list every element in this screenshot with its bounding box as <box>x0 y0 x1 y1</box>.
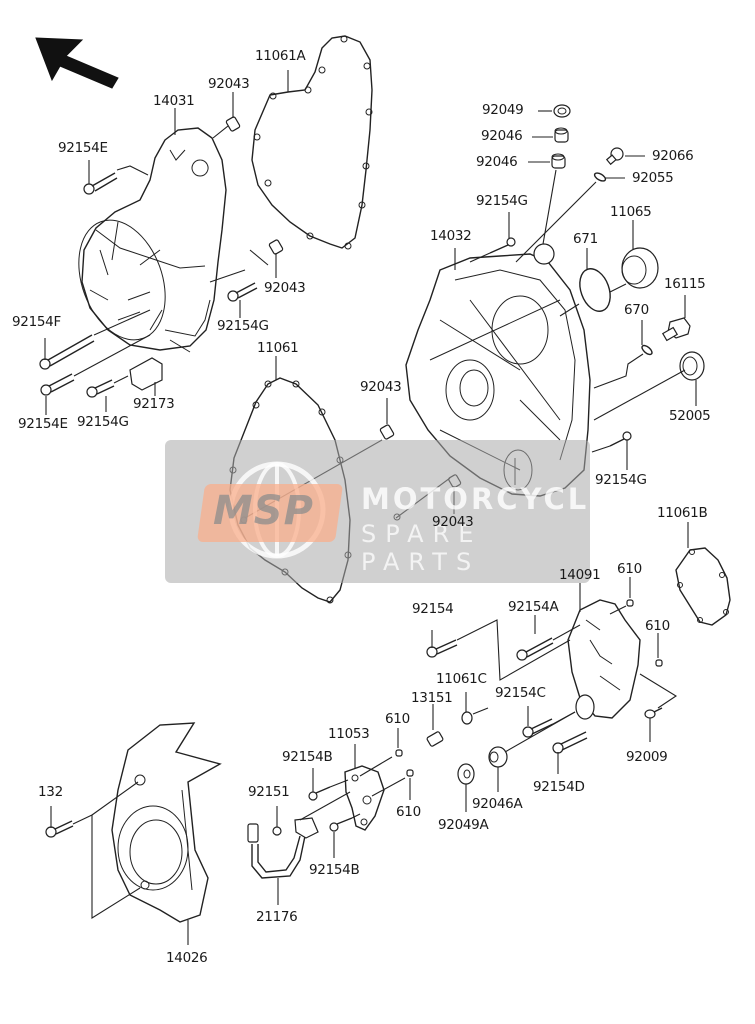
part-label[interactable]: 21176 <box>256 909 298 925</box>
part-label[interactable]: 11061 <box>257 340 299 356</box>
dowel-610-a[interactable] <box>626 599 634 607</box>
part-label[interactable]: 92066 <box>652 148 694 164</box>
bearing-92046-b[interactable] <box>551 153 566 169</box>
hose-21176[interactable] <box>247 817 319 879</box>
part-label[interactable]: 92154E <box>18 416 68 432</box>
part-label[interactable]: 92154E <box>58 140 108 156</box>
part-label[interactable]: 92154C <box>495 685 546 701</box>
part-label[interactable]: 11061A <box>255 48 306 64</box>
o-ring-92055[interactable] <box>593 171 607 182</box>
part-label[interactable]: 13151 <box>411 690 453 706</box>
part-label[interactable]: 92154G <box>77 414 129 430</box>
part-label[interactable]: 671 <box>573 231 598 247</box>
water-pump-body-14091[interactable] <box>567 599 641 720</box>
part-label[interactable]: 132 <box>38 784 63 800</box>
part-label[interactable]: 11061C <box>436 671 487 687</box>
generator-cover-14031[interactable] <box>63 127 227 353</box>
bolt-92154B-a[interactable] <box>308 786 331 801</box>
gasket-11061C[interactable] <box>461 711 473 725</box>
oil-filler-cap-16115[interactable] <box>661 317 691 342</box>
bolt-92154G-a[interactable] <box>489 237 516 254</box>
dowel-610-c[interactable] <box>395 749 403 757</box>
o-ring-670[interactable] <box>640 344 653 356</box>
dowel-610-d[interactable] <box>406 769 414 777</box>
bolt-92154D[interactable] <box>552 731 588 754</box>
oil-seal-92049A[interactable] <box>457 763 475 785</box>
part-label[interactable]: 92046 <box>481 128 523 144</box>
part-label[interactable]: 92055 <box>632 170 674 186</box>
bolt-92154E-b[interactable] <box>40 373 75 396</box>
dowel-92043-c[interactable] <box>379 424 395 440</box>
part-label[interactable]: 92151 <box>248 784 290 800</box>
part-label[interactable]: 92154G <box>476 193 528 209</box>
part-label[interactable]: 92154F <box>12 314 61 330</box>
bolt-92154[interactable] <box>426 639 458 658</box>
bolt-92154C[interactable] <box>522 718 554 738</box>
part-label[interactable]: 14031 <box>153 93 195 109</box>
bolt-92154F[interactable] <box>39 334 95 370</box>
part-label[interactable]: 610 <box>617 561 642 577</box>
gasket-11061B[interactable] <box>675 547 731 626</box>
part-label[interactable]: 14091 <box>559 567 601 583</box>
bolt-132[interactable] <box>45 820 74 838</box>
part-label[interactable]: 92046 <box>476 154 518 170</box>
watermark-line-1: MOTORCYCLE <box>361 482 613 516</box>
bearing-92046A[interactable] <box>488 746 508 768</box>
bolt-92154E-a[interactable] <box>83 172 118 195</box>
part-label[interactable]: 92154G <box>217 318 269 334</box>
part-label[interactable]: 92173 <box>133 396 175 412</box>
part-label[interactable]: 92009 <box>626 749 668 765</box>
part-label[interactable]: 92043 <box>360 379 402 395</box>
watermark-panel: MSP MOTORCYCLE SPARE PARTS <box>165 440 609 583</box>
bolt-92151[interactable] <box>272 826 282 836</box>
bolt-92154G-b[interactable] <box>227 282 258 302</box>
part-label[interactable]: 14026 <box>166 950 208 966</box>
cap-92173[interactable] <box>129 357 163 391</box>
part-label[interactable]: 610 <box>396 804 421 820</box>
part-label[interactable]: 92154B <box>282 749 333 765</box>
part-label[interactable]: 670 <box>624 302 649 318</box>
part-label[interactable]: 11061B <box>657 505 708 521</box>
dowel-92043-b[interactable] <box>268 239 284 255</box>
part-label[interactable]: 92049 <box>482 102 524 118</box>
watermark-line-2: SPARE PARTS <box>361 520 483 576</box>
bearing-92046-a[interactable] <box>554 127 569 143</box>
bolt-92009[interactable] <box>644 707 663 719</box>
part-label[interactable]: 92043 <box>264 280 306 296</box>
part-label[interactable]: 92154A <box>508 599 559 615</box>
part-label[interactable]: 610 <box>645 618 670 634</box>
part-label[interactable]: 92043 <box>432 514 474 530</box>
direction-arrow-icon <box>35 37 119 89</box>
part-label[interactable]: 92046A <box>472 796 523 812</box>
oil-seal-92049[interactable] <box>553 104 571 118</box>
part-label[interactable]: 92154B <box>309 862 360 878</box>
part-label[interactable]: 16115 <box>664 276 706 292</box>
oil-seal-52005[interactable] <box>679 351 705 381</box>
o-ring-671[interactable] <box>574 265 615 316</box>
part-label[interactable]: 11065 <box>610 204 652 220</box>
bolt-92154A[interactable] <box>516 637 554 661</box>
bolt-92154G-c[interactable] <box>86 379 115 398</box>
cap-11065[interactable] <box>621 247 659 289</box>
part-label[interactable]: 92154G <box>595 472 647 488</box>
part-label[interactable]: 52005 <box>669 408 711 424</box>
dowel-610-b[interactable] <box>655 659 663 667</box>
plug-92066[interactable] <box>605 147 624 166</box>
part-label[interactable]: 92043 <box>208 76 250 92</box>
bolt-92154B-b[interactable] <box>329 817 353 832</box>
gasket-11061A[interactable] <box>251 35 373 249</box>
part-label[interactable]: 92154 <box>412 601 454 617</box>
bracket-11053[interactable] <box>344 765 385 831</box>
part-label[interactable]: 92154D <box>533 779 585 795</box>
part-label[interactable]: 92049A <box>438 817 489 833</box>
part-label[interactable]: 14032 <box>430 228 472 244</box>
dowel-92043-a[interactable] <box>225 116 241 132</box>
bolt-92154G-d[interactable] <box>609 431 632 447</box>
part-label[interactable]: 610 <box>385 711 410 727</box>
sensor-13151[interactable] <box>426 731 444 747</box>
sprocket-cover-14026[interactable] <box>111 722 222 923</box>
part-label[interactable]: 11053 <box>328 726 370 742</box>
watermark-logo: MSP <box>213 488 314 534</box>
